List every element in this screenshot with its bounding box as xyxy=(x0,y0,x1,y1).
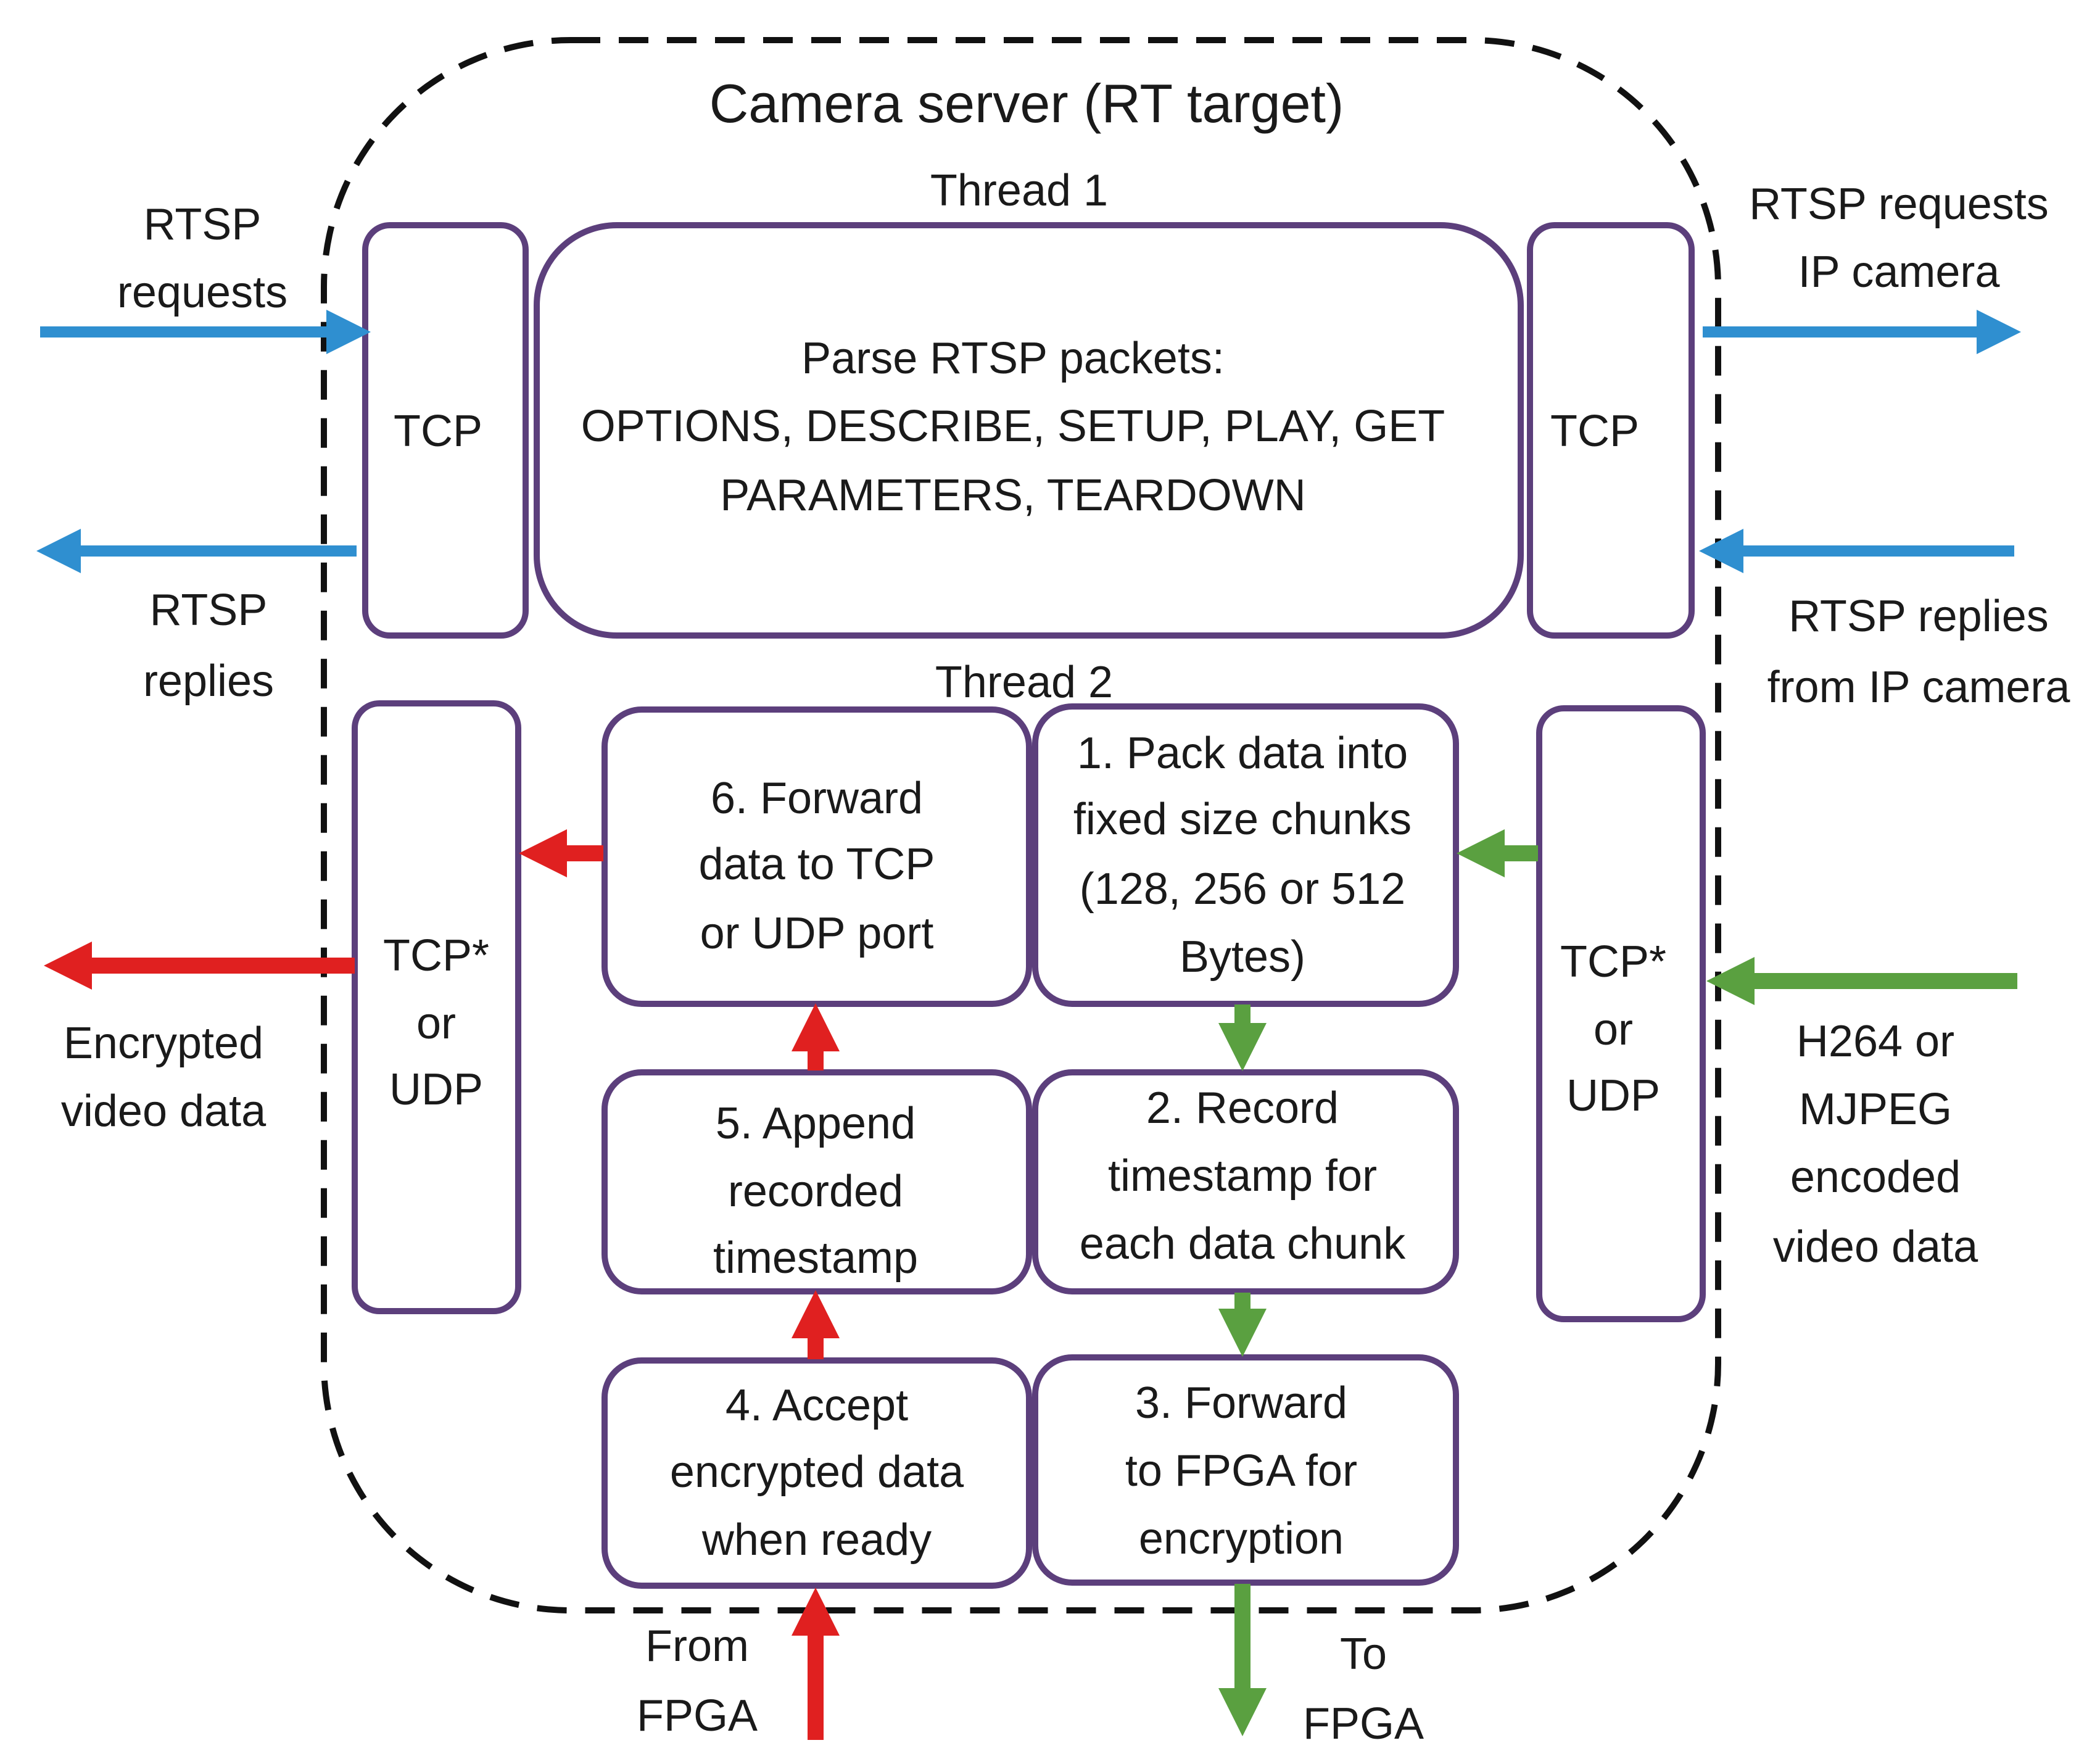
port-right-line-3: UDP xyxy=(1566,1071,1660,1120)
step1-box: 1. Pack data into fixed size chunks (128… xyxy=(1032,703,1459,1007)
encoded-in-line-4: video data xyxy=(1773,1222,1978,1272)
step1-line-3: (128, 256 or 512 xyxy=(1080,864,1405,914)
tcp-right-label: TCP xyxy=(1550,407,1639,456)
server-boundary xyxy=(321,37,1721,1613)
rtsp-requests-camera-line-2: IP camera xyxy=(1798,247,2001,297)
encoded-in-line-1: H264 or xyxy=(1796,1017,1954,1066)
step6-line-3: or UDP port xyxy=(700,909,934,958)
rtsp-requests-camera-line-1: RTSP requests xyxy=(1749,180,2049,229)
rtsp-replies-camera-line-1: RTSP replies xyxy=(1788,592,2049,641)
parse-line-1: Parse RTSP packets: xyxy=(801,334,1225,383)
step1-line-2: fixed size chunks xyxy=(1073,795,1412,844)
rtsp-replies-out-line-2: replies xyxy=(143,656,274,706)
rtsp-requests-in-line-1: RTSP xyxy=(144,200,262,249)
thread1-label: Thread 1 xyxy=(930,166,1108,215)
from-fpga-line-1: From xyxy=(645,1621,749,1671)
parse-rtsp-box: Parse RTSP packets: OPTIONS, DESCRIBE, S… xyxy=(534,222,1524,639)
encoded-in-line-3: encoded xyxy=(1790,1153,1961,1202)
step6-box: 6. Forward data to TCP or UDP port xyxy=(601,706,1032,1007)
step6-line-1: 6. Forward xyxy=(711,774,923,823)
thread1-tcp-right-box: TCP xyxy=(1527,222,1695,639)
step2-line-2: timestamp for xyxy=(1108,1151,1377,1201)
step2-line-1: 2. Record xyxy=(1146,1083,1339,1133)
step5-line-3: timestamp xyxy=(713,1233,918,1283)
parse-line-2: OPTIONS, DESCRIBE, SETUP, PLAY, GET xyxy=(581,402,1445,451)
encrypted-out-line-1: Encrypted xyxy=(64,1019,263,1068)
step4-box: 4. Accept encrypted data when ready xyxy=(601,1357,1032,1589)
step1-line-4: Bytes) xyxy=(1180,932,1305,982)
step2-line-3: each data chunk xyxy=(1080,1219,1406,1269)
to-fpga-line-1: To xyxy=(1340,1629,1387,1679)
step3-box: 3. Forward to FPGA for encryption xyxy=(1032,1354,1459,1586)
port-left-line-1: TCP* xyxy=(383,931,489,980)
port-right-line-2: or xyxy=(1594,1005,1633,1054)
rtsp-replies-camera-line-2: from IP camera xyxy=(1767,663,2071,712)
encrypted-out-line-2: video data xyxy=(61,1087,267,1136)
encoded-in-line-2: MJPEG xyxy=(1799,1085,1952,1134)
step3-line-2: to FPGA for xyxy=(1125,1446,1357,1496)
step4-line-2: encrypted data xyxy=(670,1447,964,1497)
tcp-left-label: TCP xyxy=(394,407,482,456)
thread1-tcp-left-box: TCP xyxy=(362,222,529,639)
parse-line-3: PARAMETERS, TEARDOWN xyxy=(720,471,1305,520)
rtsp-replies-out-line-1: RTSP xyxy=(150,586,268,635)
port-left-line-3: UDP xyxy=(389,1065,483,1114)
thread2-port-left-box: TCP* or UDP xyxy=(352,700,521,1314)
step5-line-1: 5. Append xyxy=(716,1099,916,1148)
step5-line-2: recorded xyxy=(728,1167,903,1216)
thread2-label: Thread 2 xyxy=(935,658,1113,707)
step4-line-1: 4. Accept xyxy=(725,1381,908,1430)
port-left-line-2: or xyxy=(416,999,456,1048)
step2-box: 2. Record timestamp for each data chunk xyxy=(1032,1069,1459,1294)
step6-line-2: data to TCP xyxy=(699,840,935,889)
step3-line-3: encryption xyxy=(1139,1514,1344,1563)
step1-line-1: 1. Pack data into xyxy=(1077,729,1408,778)
from-fpga-line-2: FPGA xyxy=(637,1691,758,1741)
step4-line-3: when ready xyxy=(701,1515,932,1565)
rtsp-requests-in-line-2: requests xyxy=(117,268,287,317)
step3-line-1: 3. Forward xyxy=(1135,1378,1347,1428)
step5-box: 5. Append recorded timestamp xyxy=(601,1069,1032,1294)
thread2-port-right-box: TCP* or UDP xyxy=(1536,705,1706,1322)
to-fpga-line-2: FPGA xyxy=(1303,1699,1424,1749)
port-right-line-1: TCP* xyxy=(1560,937,1666,987)
server-title: Camera server (RT target) xyxy=(709,73,1344,134)
